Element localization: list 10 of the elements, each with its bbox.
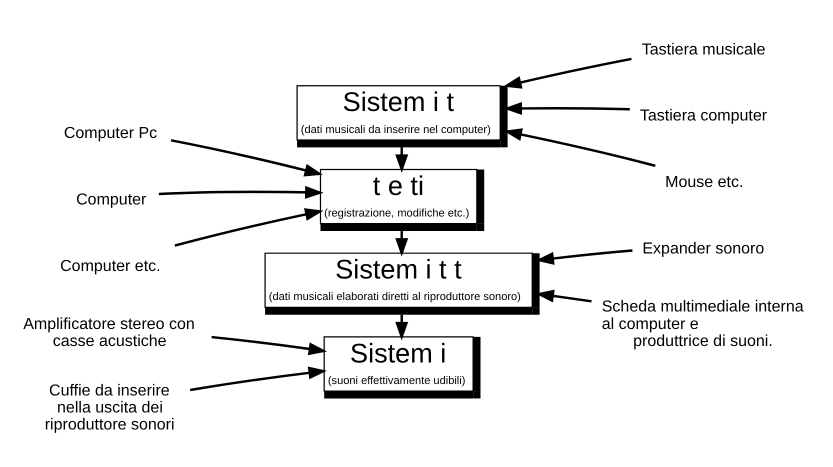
node-text: Cuffie da inserire nella uscita dei riproduttore sonori — [44, 382, 175, 434]
node-text: Computer — [76, 191, 146, 208]
node-text: Computer Pc — [64, 124, 158, 142]
node-text: Expander sonoro — [642, 240, 764, 258]
node-text: Amplificatore stereo con casse acustiche — [23, 316, 195, 350]
node-text: Tastiera computer — [640, 108, 768, 125]
node-text: Scheda multimediale interna al computer e produttrice di suoni. — [602, 298, 804, 350]
node-text: Computer etc. — [60, 258, 161, 275]
node-text: Mouse etc. — [665, 174, 744, 192]
node-text: Tastiera musicale — [642, 41, 766, 58]
